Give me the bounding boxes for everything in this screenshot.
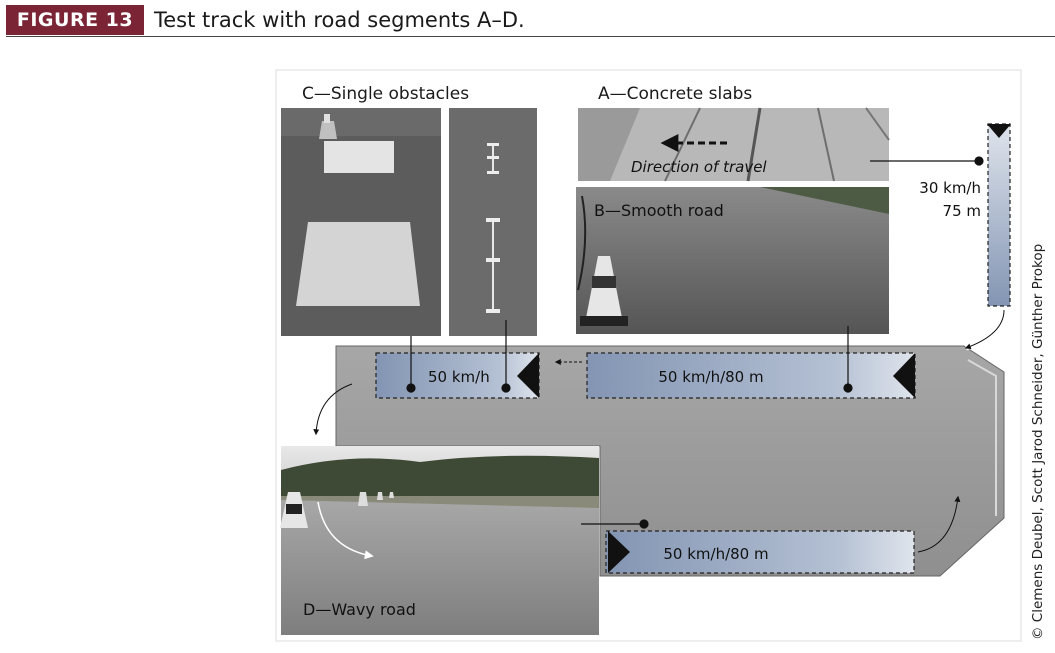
flow-arrows [313,309,1007,553]
label-c-speed: 50 km/h [428,368,490,386]
label-segment-a: A—Concrete slabs [598,84,752,104]
label-b-speed: 50 km/h/80 m [658,368,763,386]
label-segment-b: B—Smooth road [594,201,724,220]
segment-b-band [586,352,916,399]
label-d-speed: 50 km/h/80 m [663,545,768,563]
photo-credit: © Clemens Deubel, Scott Jarod Schneider,… [1030,243,1046,640]
label-segment-d: D—Wavy road [303,600,416,619]
label-segment-c: C—Single obstacles [302,84,469,104]
figure-number-badge: FIGURE 13 [6,5,144,35]
photo-wavy-road [280,446,599,635]
photo-obstacles-tape [449,108,537,336]
figure-title: Test track with road segments A–D. [154,8,525,32]
label-direction-of-travel: Direction of travel [631,158,767,176]
label-a-speed: 30 km/h [919,179,981,197]
segment-c-band [375,352,540,399]
leader-lines [406,156,984,529]
segment-a-band [987,123,1011,307]
photo-concrete-slabs [578,107,890,182]
label-a-length: 75 m [943,202,981,220]
photo-smooth-road [576,187,889,334]
photo-obstacles-wide [281,108,441,336]
header-rule [6,36,1055,37]
segment-d-band [605,530,915,574]
track-edge-line [967,359,997,516]
